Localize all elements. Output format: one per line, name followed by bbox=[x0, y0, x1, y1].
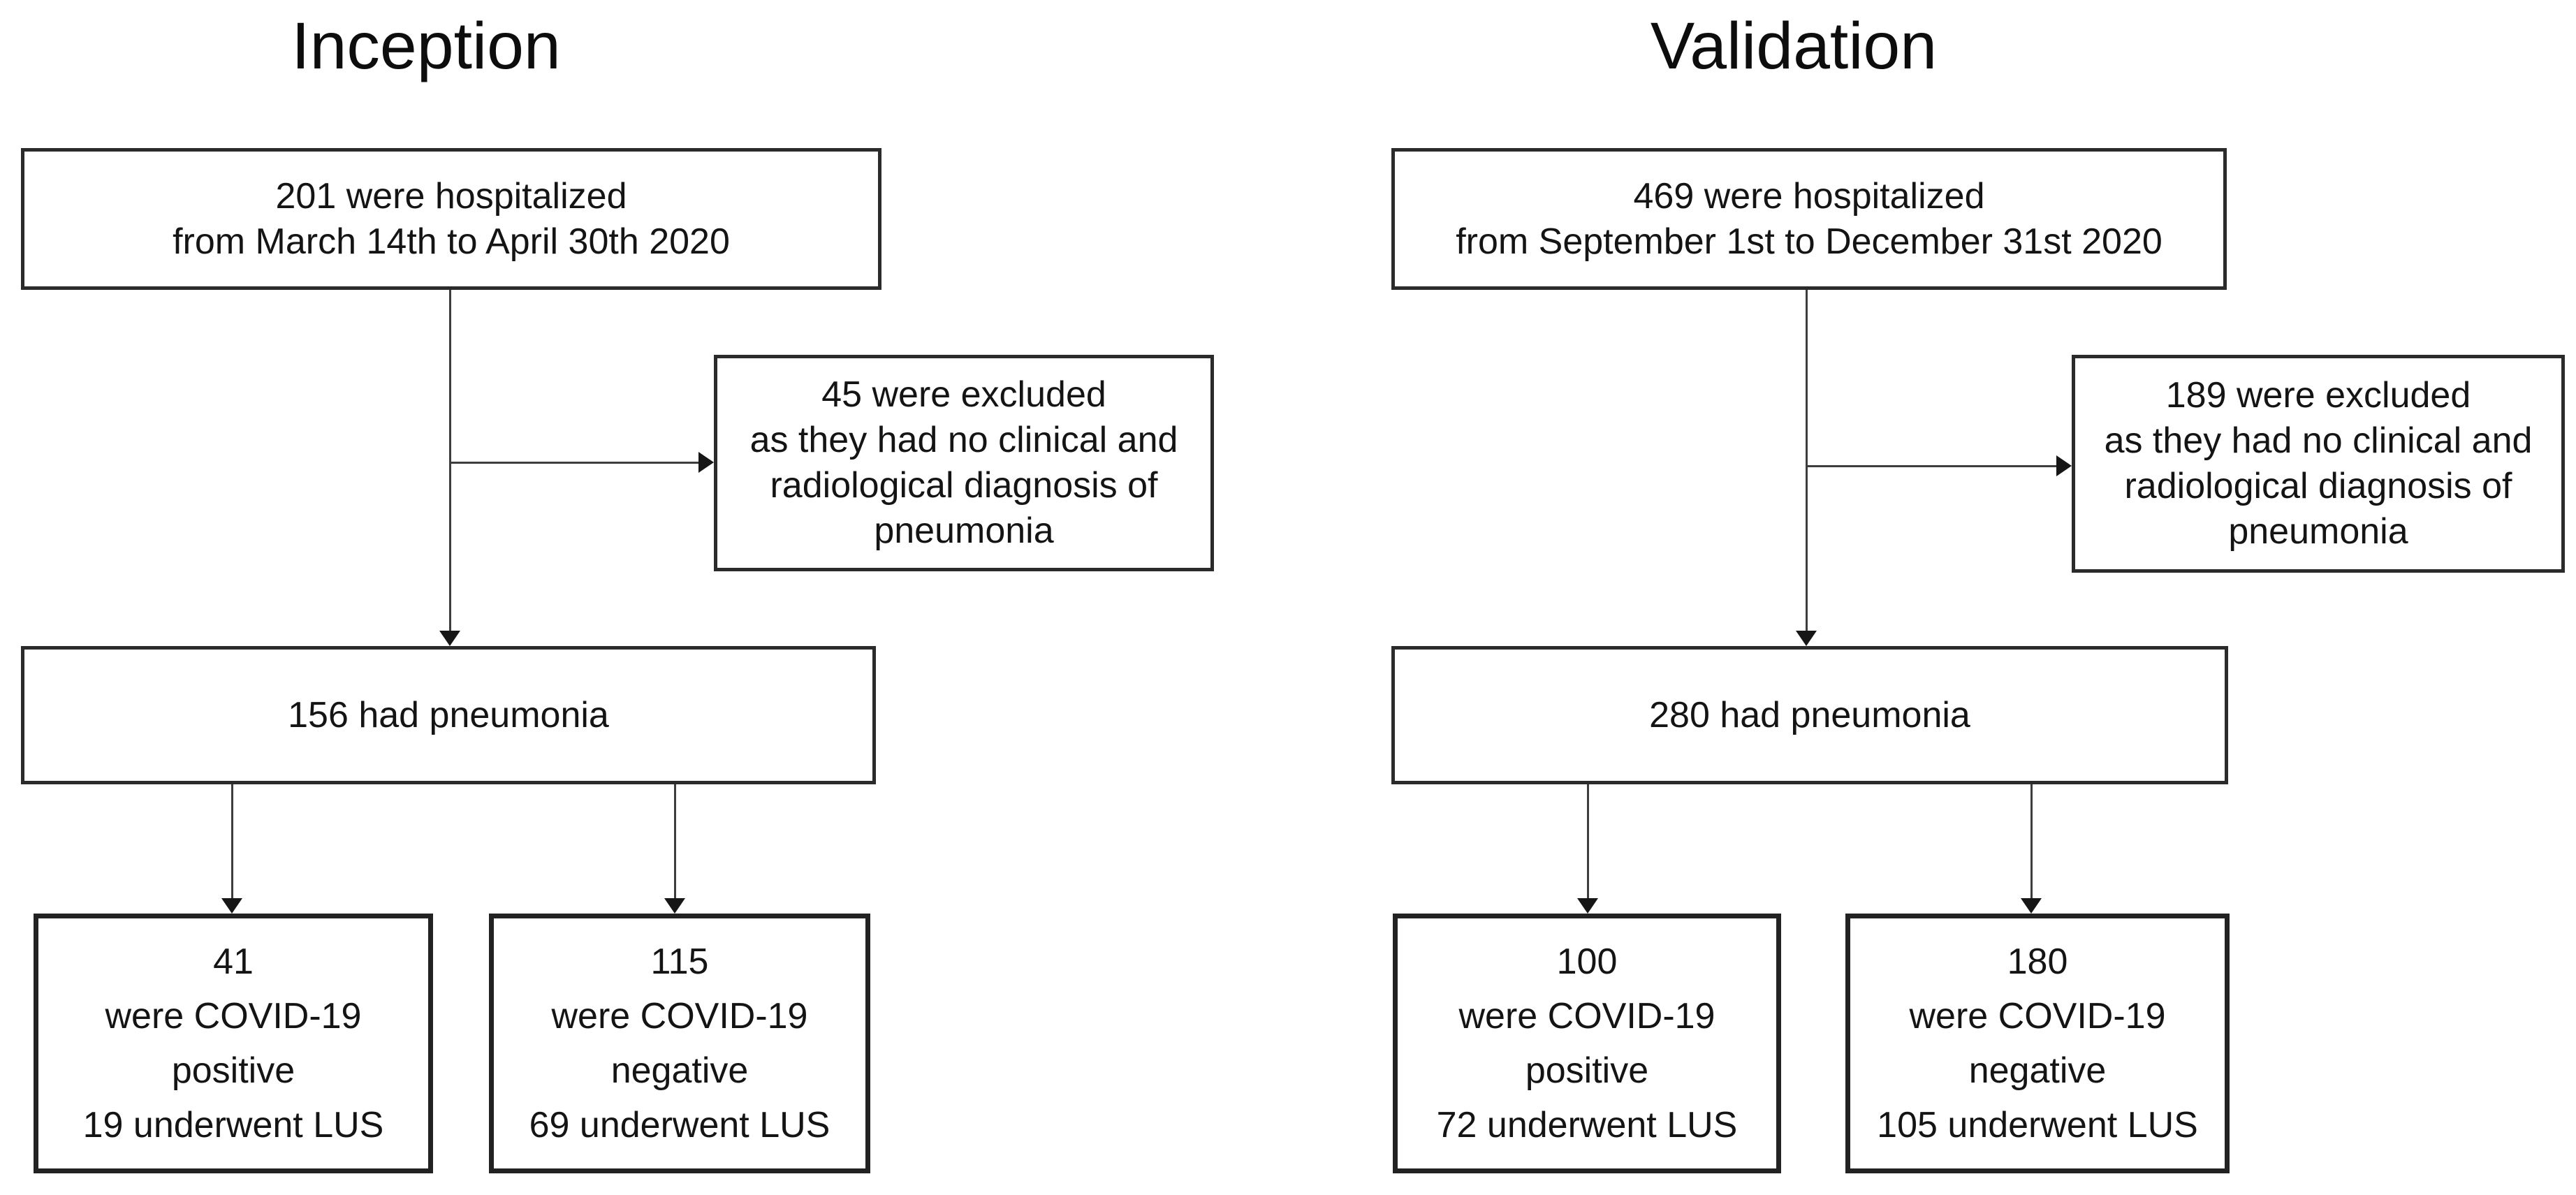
validation-excluded-box: 189 were excluded as they had no clinica… bbox=[2072, 355, 2565, 573]
validation-line-to-positive bbox=[1587, 784, 1589, 900]
validation-arrow-down-to-negative-icon bbox=[2021, 898, 2042, 914]
validation-hospitalized-box: 469 were hospitalized from September 1st… bbox=[1391, 148, 2227, 290]
inception-line-to-positive bbox=[231, 784, 233, 900]
inception-arrow-right-to-excluded-icon bbox=[698, 452, 714, 473]
validation-covid-positive-box: 100 were COVID-19 positive 72 underwent … bbox=[1393, 914, 1781, 1173]
validation-line-to-negative bbox=[2030, 784, 2033, 900]
validation-arrow-down-to-pneumonia-icon bbox=[1796, 631, 1817, 646]
inception-arrow-down-to-negative-icon bbox=[664, 898, 685, 914]
inception-excluded-box: 45 were excluded as they had no clinical… bbox=[714, 355, 1214, 571]
validation-arrow-right-to-excluded-icon bbox=[2056, 455, 2072, 476]
inception-line-to-negative bbox=[674, 784, 676, 900]
inception-hospitalized-box: 201 were hospitalized from March 14th to… bbox=[21, 148, 881, 290]
inception-arrow-down-to-positive-icon bbox=[221, 898, 242, 914]
inception-title: Inception bbox=[291, 9, 561, 83]
inception-branch-line-excluded bbox=[450, 462, 700, 464]
validation-arrow-down-to-positive-icon bbox=[1577, 898, 1598, 914]
validation-title: Validation bbox=[1650, 9, 1938, 83]
inception-pneumonia-box: 156 had pneumonia bbox=[21, 646, 876, 784]
validation-branch-line-excluded bbox=[1806, 465, 2056, 467]
validation-covid-negative-box: 180 were COVID-19 negative 105 underwent… bbox=[1845, 914, 2230, 1173]
validation-pneumonia-box: 280 had pneumonia bbox=[1391, 646, 2228, 784]
inception-covid-negative-box: 115 were COVID-19 negative 69 underwent … bbox=[489, 914, 870, 1173]
validation-flow-line-vertical bbox=[1806, 290, 1808, 633]
inception-arrow-down-to-pneumonia-icon bbox=[439, 631, 460, 646]
inception-covid-positive-box: 41 were COVID-19 positive 19 underwent L… bbox=[34, 914, 433, 1173]
